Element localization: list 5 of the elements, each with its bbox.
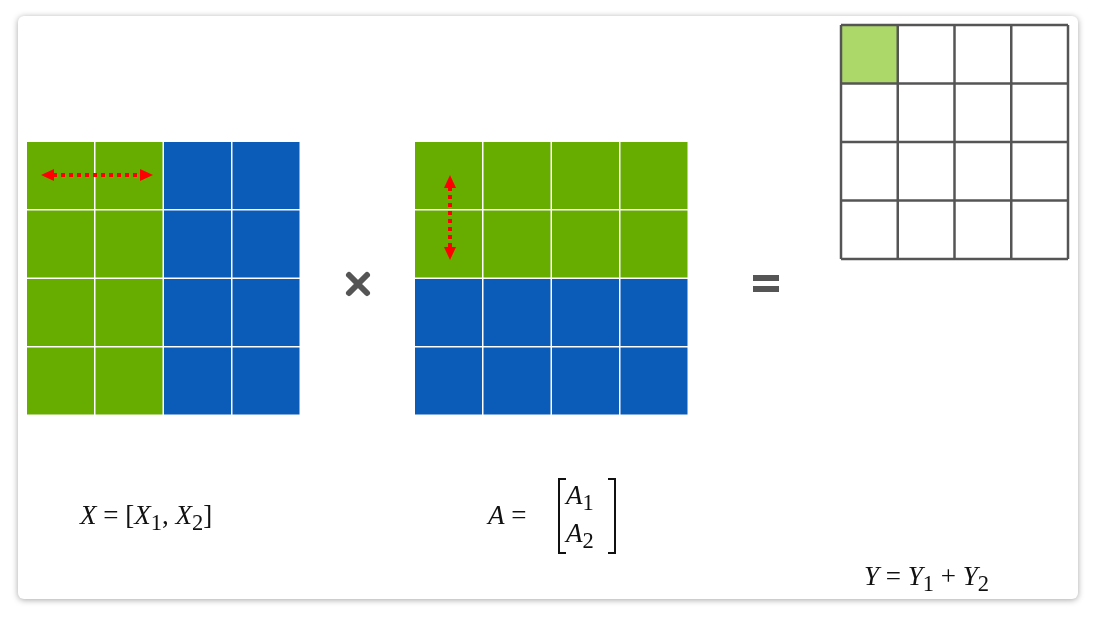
formula: A =	[488, 502, 527, 529]
matrix-entry: A$_{1}$	[566, 482, 594, 515]
matrix-entry: A$_{2}$	[566, 520, 594, 553]
formula: Y = Y$_{1}$ + Y$_{2}$	[864, 563, 990, 596]
formula: X = [X$_{1}$, X$_{2}$]	[80, 502, 213, 535]
